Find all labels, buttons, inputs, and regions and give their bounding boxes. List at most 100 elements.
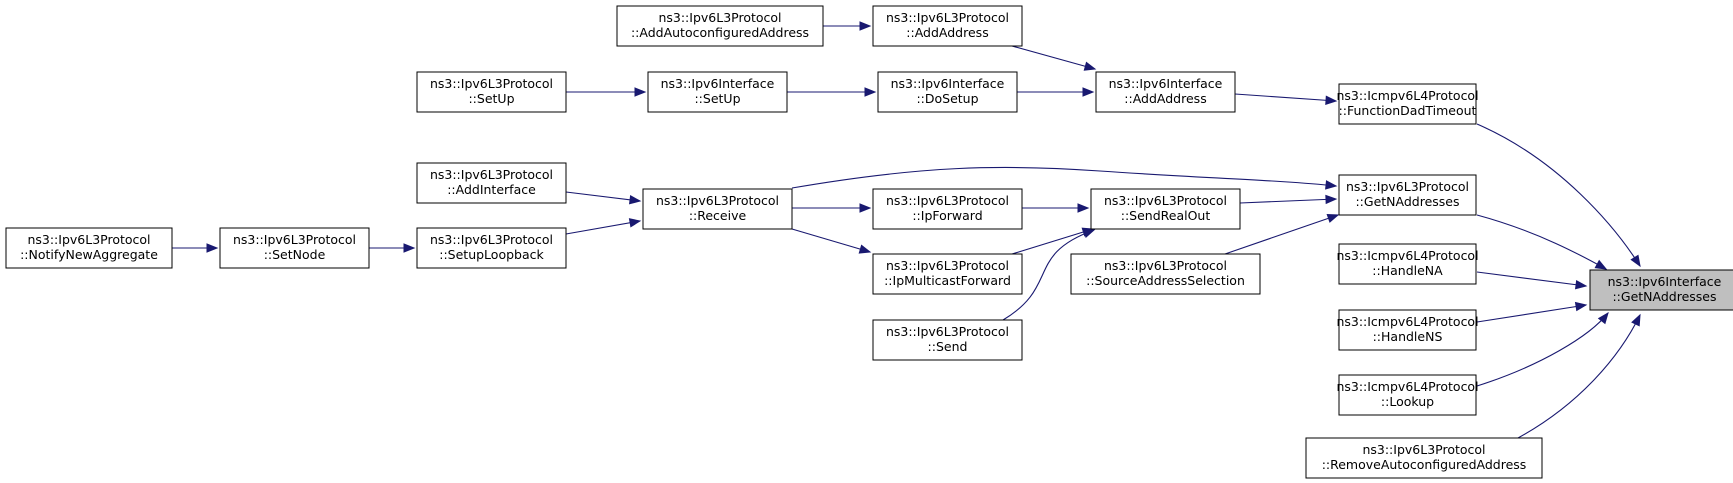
node-box	[616, 5, 824, 47]
arrowhead-icon	[1574, 279, 1588, 290]
node-ipv6l3-send[interactable]: ns3::Ipv6L3Protocol::Send	[872, 319, 1023, 361]
node-ipv6l3-ipforward[interactable]: ns3::Ipv6L3Protocol::IpForward	[872, 188, 1023, 230]
node-ipv6l3-addaddress[interactable]: ns3::Ipv6L3Protocol::AddAddress	[872, 5, 1023, 47]
arrowhead-icon	[1082, 229, 1096, 239]
node-box	[872, 319, 1023, 361]
node-class-label: ns3::Ipv6L3Protocol	[886, 193, 1009, 208]
arrowhead-icon	[1631, 313, 1641, 327]
arrowhead-icon	[1325, 180, 1338, 190]
node-class-label: ns3::Ipv6L3Protocol	[656, 193, 779, 208]
node-ipv6l3-setup[interactable]: ns3::Ipv6L3Protocol::SetUp	[416, 71, 567, 113]
node-box	[219, 227, 370, 269]
node-class-label: ns3::Ipv6L3Protocol	[233, 232, 356, 247]
node-ipv6l3-ipmulticastforward[interactable]: ns3::Ipv6L3Protocol::IpMulticastForward	[872, 253, 1023, 295]
edge-ipv6if_dosetup-to-ipv6if_addaddress	[1017, 87, 1095, 97]
node-method-label: ::AddInterface	[447, 182, 536, 197]
edge-ipv6l3_addinterface-to-ipv6l3_receive	[565, 191, 642, 205]
arrowhead-icon	[859, 21, 872, 31]
node-box	[1338, 243, 1477, 285]
nodes-layer: ns3::Ipv6Interface::GetNAddressesns3::Ic…	[5, 5, 1733, 479]
node-method-label: ::Lookup	[1381, 394, 1434, 409]
arrowhead-icon	[1325, 95, 1338, 106]
edge-icmp_handlens-to-ipv6if_getnaddresses	[1476, 301, 1588, 323]
arrowhead-icon	[859, 203, 872, 213]
node-method-label: ::IpMulticastForward	[884, 273, 1011, 288]
node-class-label: ns3::Ipv6Interface	[661, 76, 775, 91]
node-box	[1095, 71, 1236, 113]
node-box	[1305, 437, 1543, 479]
node-ipv6l3-removeautoconf[interactable]: ns3::Ipv6L3Protocol::RemoveAutoconfigure…	[1305, 437, 1543, 479]
arrowhead-icon	[1594, 259, 1608, 270]
node-class-label: ns3::Ipv6L3Protocol	[1362, 442, 1485, 457]
edge-icmp_handlena-to-ipv6if_getnaddresses	[1476, 271, 1588, 290]
node-method-label: ::GetNAddresses	[1355, 194, 1459, 209]
node-ipv6l3-sendrealout[interactable]: ns3::Ipv6L3Protocol::SendRealOut	[1090, 188, 1241, 230]
node-class-label: ns3::Ipv6Interface	[1608, 274, 1722, 289]
edge-ipv6l3_removeautoconf-to-ipv6if_getnaddresses	[1517, 313, 1641, 439]
edges-layer	[172, 21, 1641, 439]
node-method-label: ::HandleNA	[1372, 263, 1443, 278]
edge-ipv6l3_send-to-ipv6l3_sendrealout	[1002, 229, 1096, 321]
node-ipv6if-dosetup[interactable]: ns3::Ipv6Interface::DoSetup	[877, 71, 1018, 113]
node-icmp-handlena[interactable]: ns3::Icmpv6L4Protocol::HandleNA	[1336, 243, 1479, 285]
edge-ipv6l3_receive-to-ipv6l3_ipforward	[792, 203, 872, 213]
node-ipv6if-addaddress[interactable]: ns3::Ipv6Interface::AddAddress	[1095, 71, 1236, 113]
edge-ipv6l3_sourceaddrsel-to-ipv6l3_getnaddresses	[1224, 213, 1340, 255]
node-box	[416, 162, 567, 204]
node-ipv6l3-addautoconf[interactable]: ns3::Ipv6L3Protocol::AddAutoconfiguredAd…	[616, 5, 824, 47]
edge-ipv6l3_getnaddresses-to-ipv6if_getnaddresses	[1476, 214, 1608, 270]
node-ipv6l3-notifynewaggregate[interactable]: ns3::Ipv6L3Protocol::NotifyNewAggregate	[5, 227, 173, 269]
node-box	[1338, 309, 1477, 351]
node-box	[1589, 269, 1733, 311]
edge-ipv6l3_sendrealout-to-ipv6l3_getnaddresses	[1239, 194, 1338, 205]
node-ipv6l3-setuploopback[interactable]: ns3::Ipv6L3Protocol::SetupLoopback	[416, 227, 567, 269]
edge-ipv6l3_notifynewaggregate-to-ipv6l3_setnode	[172, 243, 219, 253]
node-ipv6l3-setnode[interactable]: ns3::Ipv6L3Protocol::SetNode	[219, 227, 370, 269]
node-ipv6l3-sourceaddrsel[interactable]: ns3::Ipv6L3Protocol::SourceAddressSelect…	[1070, 253, 1261, 295]
node-method-label: ::AddAutoconfiguredAddress	[631, 25, 809, 40]
node-method-label: ::SetupLoopback	[439, 247, 544, 262]
arrowhead-icon	[1630, 254, 1641, 268]
node-ipv6l3-addinterface[interactable]: ns3::Ipv6L3Protocol::AddInterface	[416, 162, 567, 204]
arrowhead-icon	[1083, 61, 1097, 71]
node-method-label: ::HandleNS	[1373, 329, 1443, 344]
node-box	[416, 71, 567, 113]
node-class-label: ns3::Icmpv6L4Protocol	[1336, 379, 1478, 394]
node-ipv6if-setup[interactable]: ns3::Ipv6Interface::SetUp	[647, 71, 788, 113]
node-box	[1070, 253, 1261, 295]
arrowhead-icon	[1597, 311, 1609, 325]
node-class-label: ns3::Ipv6L3Protocol	[658, 10, 781, 25]
edge-ipv6l3_setup-to-ipv6if_setup	[566, 87, 647, 97]
node-class-label: ns3::Ipv6L3Protocol	[430, 76, 553, 91]
node-method-label: ::SetUp	[468, 91, 514, 106]
node-ipv6if-getnaddresses[interactable]: ns3::Ipv6Interface::GetNAddresses	[1589, 269, 1733, 311]
node-box	[416, 227, 567, 269]
node-box	[1338, 374, 1477, 416]
node-method-label: ::NotifyNewAggregate	[20, 247, 158, 262]
node-box	[877, 71, 1018, 113]
arrowhead-icon	[206, 243, 219, 253]
node-class-label: ns3::Icmpv6L4Protocol	[1336, 248, 1478, 263]
node-icmp-lookup[interactable]: ns3::Icmpv6L4Protocol::Lookup	[1336, 374, 1479, 416]
edge-ipv6l3_setnode-to-ipv6l3_setuploopback	[369, 243, 416, 253]
node-class-label: ns3::Ipv6L3Protocol	[1346, 179, 1469, 194]
node-class-label: ns3::Ipv6Interface	[1109, 76, 1223, 91]
node-method-label: ::SetNode	[264, 247, 326, 262]
node-class-label: ns3::Ipv6L3Protocol	[1104, 258, 1227, 273]
node-method-label: ::AddAddress	[1124, 91, 1206, 106]
node-class-label: ns3::Ipv6L3Protocol	[886, 10, 1009, 25]
node-icmp-handlens[interactable]: ns3::Icmpv6L4Protocol::HandleNS	[1336, 309, 1479, 351]
node-icmp-functiondadtimeout[interactable]: ns3::Icmpv6L4Protocol::FunctionDadTimeou…	[1336, 83, 1479, 125]
node-ipv6l3-receive[interactable]: ns3::Ipv6L3Protocol::Receive	[642, 188, 793, 230]
edge-ipv6l3_ipmulticastforward-to-ipv6l3_sendrealout	[1011, 227, 1095, 255]
node-box	[642, 188, 793, 230]
node-box	[1338, 174, 1477, 216]
node-box	[872, 5, 1023, 47]
edge-ipv6l3_ipforward-to-ipv6l3_sendrealout	[1022, 203, 1090, 213]
arrowhead-icon	[1082, 87, 1095, 97]
node-ipv6l3-getnaddresses[interactable]: ns3::Ipv6L3Protocol::GetNAddresses	[1338, 174, 1477, 216]
arrowhead-icon	[1325, 194, 1338, 205]
node-class-label: ns3::Ipv6L3Protocol	[886, 258, 1009, 273]
node-method-label: ::DoSetup	[916, 91, 978, 106]
